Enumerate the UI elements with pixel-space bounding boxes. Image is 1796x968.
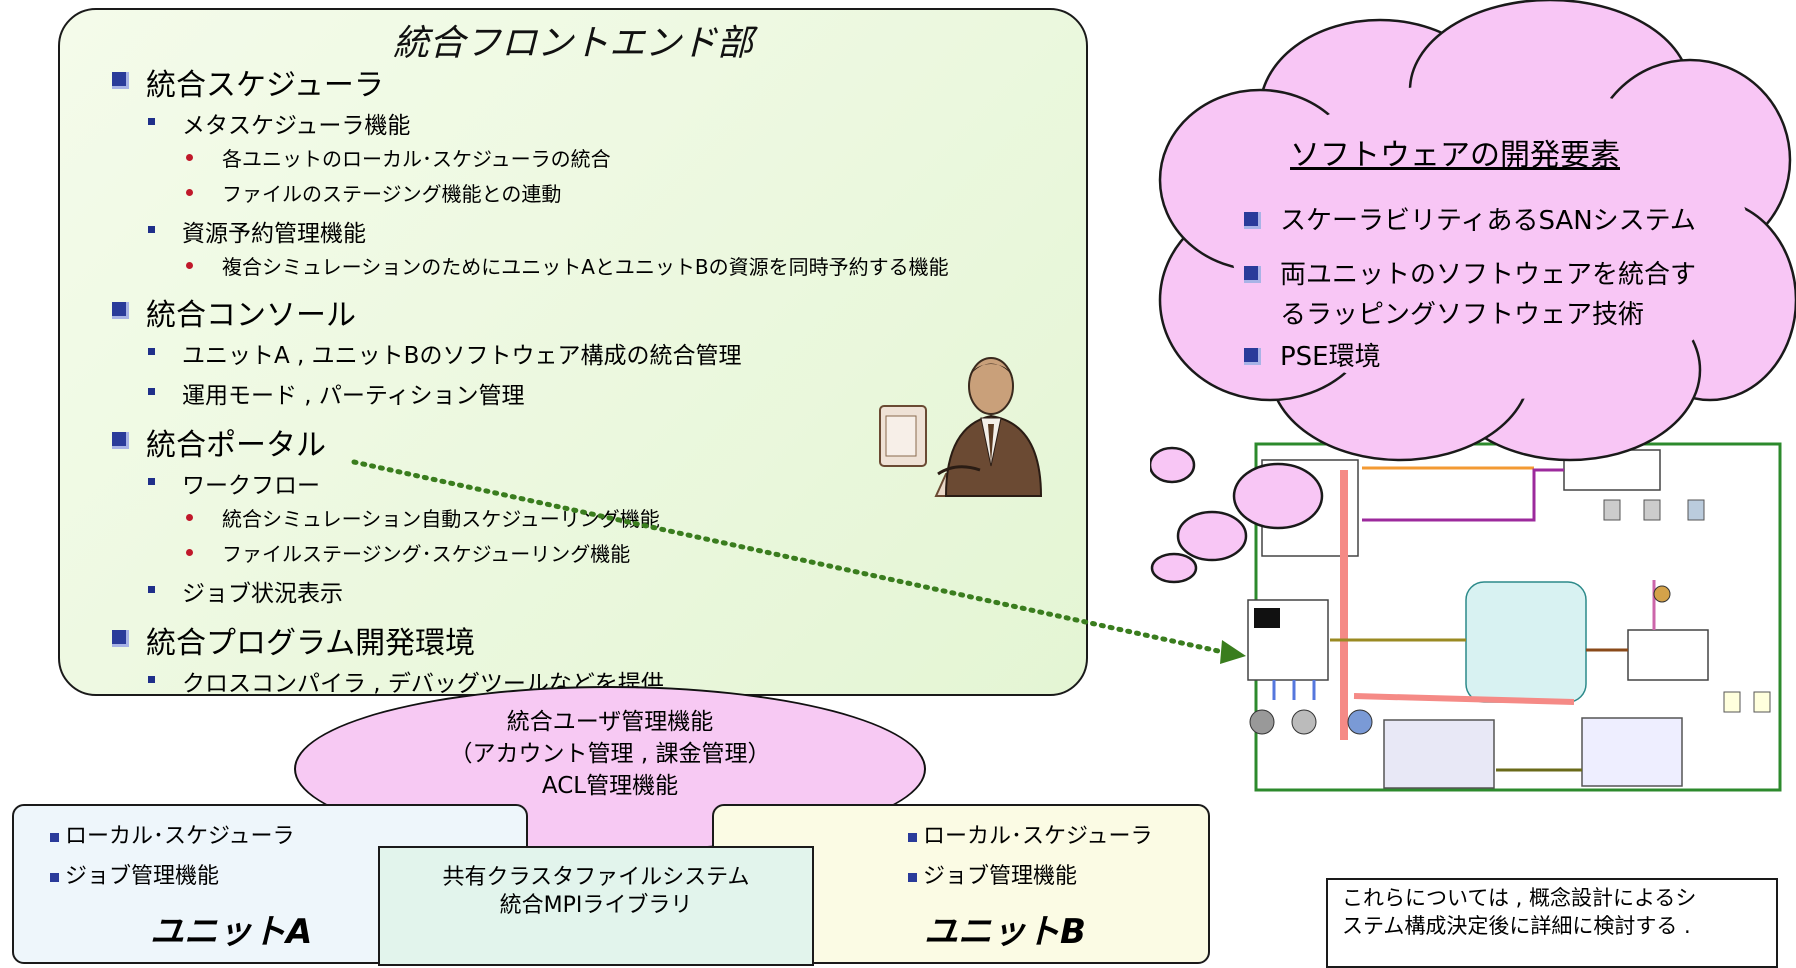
unit-b-item: ローカル･スケジューラ bbox=[908, 818, 1152, 850]
unit-b-item: ジョブ管理機能 bbox=[908, 858, 1077, 890]
thought-bubble-dots bbox=[1150, 462, 1324, 584]
outline-item: 統合プログラム開発環境 bbox=[146, 626, 476, 661]
bullet-square-icon bbox=[908, 872, 917, 882]
cloud-item: るラッピングソフトウェア技術 bbox=[1280, 300, 1645, 330]
note-line: ステム構成決定後に詳細に検討する . bbox=[1342, 914, 1691, 938]
bullet-square-icon bbox=[50, 832, 59, 842]
system-architecture-diagram bbox=[1247, 442, 1782, 792]
bullet-dot-icon bbox=[186, 189, 193, 196]
cloud-item: 両ユニットのソフトウェアを統合す bbox=[1280, 260, 1697, 290]
bullet-square-icon bbox=[112, 72, 129, 89]
frontend-title: 統合フロントエンド部 bbox=[392, 23, 753, 64]
unit-a-name: ユニットA bbox=[150, 912, 313, 952]
bullet-square-icon bbox=[112, 630, 129, 647]
outline-item: 資源予約管理機能 bbox=[182, 221, 366, 247]
shared-filesystem-box bbox=[378, 846, 814, 966]
unit-a-item: ローカル･スケジューラ bbox=[50, 818, 294, 850]
thought-cloud-shape bbox=[1150, 0, 1796, 484]
shared-line: 共有クラスタファイルシステム bbox=[442, 865, 750, 890]
outline-item: ユニットA , ユニットBのソフトウェア構成の統合管理 bbox=[182, 343, 742, 369]
bullet-square-icon bbox=[1244, 348, 1261, 365]
bullet-dot-icon bbox=[186, 514, 193, 521]
bullet-square-icon bbox=[1244, 266, 1261, 283]
bullet-small-square-icon bbox=[148, 478, 155, 485]
outline-item: 運用モード , パーティション管理 bbox=[182, 383, 525, 409]
outline-item: ファイルステージング･スケジューリング機能 bbox=[222, 542, 631, 566]
bullet-dot-icon bbox=[186, 549, 193, 556]
outline-item: 統合シミュレーション自動スケジューリング機能 bbox=[222, 507, 660, 531]
note-line: これらについては , 概念設計によるシ bbox=[1342, 886, 1697, 910]
unit-a-item-label: ジョブ管理機能 bbox=[65, 864, 220, 889]
user-management-text: 統合ユーザ管理機能 （アカウント管理 , 課金管理） ACL管理機能 bbox=[294, 706, 926, 802]
outline-item: 統合コンソール bbox=[146, 298, 356, 333]
outline-item: ファイルのステージング機能との連動 bbox=[222, 182, 562, 206]
outline-item: 統合ポータル bbox=[146, 428, 326, 463]
bullet-small-square-icon bbox=[148, 586, 155, 593]
cloud-item: スケーラビリティあるSANシステム bbox=[1280, 206, 1696, 236]
unit-a-item: ジョブ管理機能 bbox=[50, 858, 219, 890]
outline-item: 各ユニットのローカル･スケジューラの統合 bbox=[222, 147, 611, 171]
user-mgmt-line: 統合ユーザ管理機能 bbox=[506, 709, 714, 735]
unit-b-item-label: ジョブ管理機能 bbox=[923, 864, 1078, 889]
bullet-square-icon bbox=[112, 432, 129, 449]
outline-item: 統合スケジューラ bbox=[146, 68, 384, 103]
bullet-small-square-icon bbox=[148, 676, 155, 683]
bullet-dot-icon bbox=[186, 154, 193, 161]
bullet-square-icon bbox=[112, 302, 129, 319]
outline-item: ワークフロー bbox=[182, 473, 320, 499]
bullet-small-square-icon bbox=[148, 118, 155, 125]
user-mgmt-line: ACL管理機能 bbox=[541, 773, 679, 799]
bullet-small-square-icon bbox=[148, 388, 155, 395]
cloud-title: ソフトウェアの開発要素 bbox=[1290, 138, 1620, 173]
outline-item: ジョブ状況表示 bbox=[182, 581, 343, 607]
unit-a-item-label: ローカル･スケジューラ bbox=[65, 824, 295, 849]
outline-item: 複合シミュレーションのためにユニットAとユニットBの資源を同時予約する機能 bbox=[222, 255, 949, 279]
unit-b-item-label: ローカル･スケジューラ bbox=[923, 824, 1153, 849]
cloud-item: PSE環境 bbox=[1280, 342, 1381, 372]
bullet-square-icon bbox=[1244, 212, 1261, 229]
shared-line: 統合MPIライブラリ bbox=[499, 893, 693, 918]
note-box: これらについては , 概念設計によるシ ステム構成決定後に詳細に検討する . bbox=[1326, 878, 1778, 968]
unit-b-name: ユニットB bbox=[924, 912, 1086, 952]
bullet-small-square-icon bbox=[148, 348, 155, 355]
outline-item: メタスケジューラ機能 bbox=[182, 113, 411, 139]
shared-filesystem-text: 共有クラスタファイルシステム 統合MPIライブラリ bbox=[378, 864, 814, 920]
user-mgmt-line: （アカウント管理 , 課金管理） bbox=[449, 741, 771, 767]
bullet-dot-icon bbox=[186, 262, 193, 269]
bullet-square-icon bbox=[908, 832, 917, 842]
bullet-small-square-icon bbox=[148, 226, 155, 233]
bullet-square-icon bbox=[50, 872, 59, 882]
person-at-computer-icon bbox=[879, 357, 1043, 497]
